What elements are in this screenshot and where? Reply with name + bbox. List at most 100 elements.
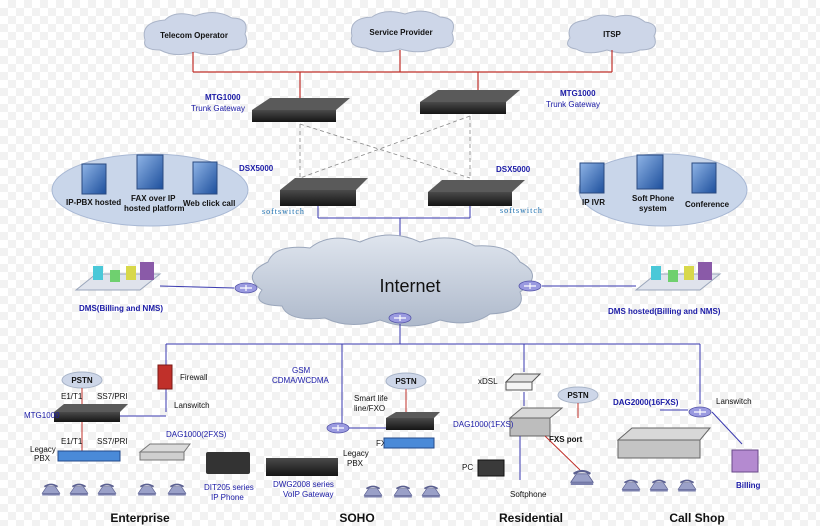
phone-icon (677, 479, 697, 493)
fax-over-ip-label: FAX over IP (131, 194, 176, 203)
residential-section: xDSL PSTN DAG1000(1FXS) FXS port PC Soft… (453, 373, 599, 499)
callshop-lanswitch-label: Lanswitch (716, 397, 752, 406)
softphone-label: Softphone (510, 490, 547, 499)
itsp-label: ITSP (603, 30, 621, 39)
firewall-icon (157, 364, 173, 390)
billing-label: Billing (736, 481, 761, 490)
phone-icon (97, 483, 117, 497)
soho-section: GSM CDMA/WCDMA PSTN Smart life line/FXO … (266, 366, 440, 499)
dms-right: DMS hosted(Billing and NMS) (542, 262, 722, 316)
blue-distribution-bus (165, 324, 701, 424)
router-icon (326, 422, 350, 434)
telecom-operator-label: Telecom Operator (160, 31, 228, 40)
enterprise-section: PSTN E1/T1 SS7/PRI MTG1000 E1/T1 SS7/PRI… (24, 364, 254, 502)
section-enterprise: Enterprise (110, 511, 170, 525)
web-click-call-label: Web click call (183, 199, 235, 208)
dms-left-label: DMS(Billing and NMS) (79, 304, 163, 313)
section-residential: Residential (499, 511, 563, 525)
dsx-left-label: DSX5000 (239, 164, 274, 173)
e1t1-bottom-label: E1/T1 (61, 437, 83, 446)
phone-icon (569, 469, 595, 487)
server-icon (81, 154, 218, 195)
soho-legacy-label-2: PBX (347, 459, 364, 468)
phone-icon (421, 485, 441, 499)
phone-icon (393, 485, 413, 499)
phone-icon (69, 483, 89, 497)
conference-label: Conference (685, 200, 730, 209)
gsm-label: GSM (292, 366, 311, 375)
dms-left: DMS(Billing and NMS) (74, 262, 235, 313)
enterprise-legacy-label-1: Legacy (30, 445, 56, 454)
billing-server-icon (731, 449, 759, 473)
section-call-shop: Call Shop (669, 511, 724, 525)
phone-icon (137, 483, 157, 497)
internet-cloud: Internet (252, 234, 533, 327)
ip-ivr-label: IP IVR (582, 198, 605, 207)
callshop-section: Lanswitch DAG2000(16FXS) Billing (613, 397, 761, 490)
system-label: system (639, 204, 667, 213)
left-services-oval: IP-PBX hosted FAX over IP hosted platfor… (51, 153, 249, 227)
itsp-cloud: ITSP (567, 14, 657, 54)
telecom-operator-cloud: Telecom Operator (143, 12, 248, 56)
service-provider-label: Service Provider (369, 28, 432, 37)
red-trunk-lines (192, 50, 613, 100)
soft-phone-label: Soft Phone (632, 194, 675, 203)
right-services-oval: IP IVR Soft Phone system Conference (578, 153, 748, 227)
dsx5000-left: DSX5000 softswitch (239, 164, 368, 216)
mtg1000-left: MTG1000 Trunk Gateway (191, 93, 350, 122)
smart-life-label-2: line/FXO (354, 404, 385, 413)
ip-pbx-hosted-label: IP-PBX hosted (66, 198, 121, 207)
mtg-right-label-1: MTG1000 (560, 89, 596, 98)
internet-label: Internet (379, 276, 440, 296)
router-icon (518, 280, 542, 292)
hosted-platform-label: hosted platform (124, 204, 184, 213)
phone-icon (167, 483, 187, 497)
mtg-left-label-1: MTG1000 (205, 93, 241, 102)
dsx5000-right: DSX5000 softswitch (428, 165, 543, 215)
bottom-phones (41, 479, 697, 499)
dag1000-1fxs-label: DAG1000(1FXS) (453, 420, 514, 429)
ss7-top-label: SS7/PRI (97, 392, 128, 401)
softswitch-left-label: softswitch (262, 207, 305, 216)
firewall-label: Firewall (180, 373, 208, 382)
dwg2008-label-1: DWG2008 series (273, 480, 334, 489)
laptop-icon (477, 459, 505, 477)
mtg-right-label-2: Trunk Gateway (546, 100, 600, 109)
ip-phone-icon (206, 452, 250, 474)
enterprise-pstn-label: PSTN (71, 376, 93, 385)
dit205-label-2: IP Phone (211, 493, 244, 502)
phone-icon (41, 483, 61, 497)
phone-icon (621, 479, 641, 493)
fxs-port-label: FXS port (549, 435, 583, 444)
mtg1000-right: MTG1000 Trunk Gateway (420, 89, 600, 114)
residential-pstn-label: PSTN (567, 391, 589, 400)
smart-life-label-1: Smart life (354, 394, 388, 403)
mtg-left-label-2: Trunk Gateway (191, 104, 245, 113)
dms-right-label: DMS hosted(Billing and NMS) (608, 307, 721, 316)
dashed-cross-links (299, 115, 471, 179)
service-provider-cloud: Service Provider (350, 10, 454, 53)
soho-pstn-label: PSTN (395, 377, 417, 386)
pc-label: PC (462, 463, 473, 472)
enterprise-lanswitch-label: Lanswitch (174, 401, 210, 410)
enterprise-mtg-label: MTG1000 (24, 411, 60, 420)
dit205-label-1: DIT205 series (204, 483, 254, 492)
enterprise-legacy-label-2: PBX (34, 454, 51, 463)
router-icon (388, 312, 412, 324)
soho-legacy-label-1: Legacy (343, 449, 369, 458)
router-icon (688, 406, 712, 418)
dag1000-2fxs-label: DAG1000(2FXS) (166, 430, 227, 439)
dag2000-label: DAG2000(16FXS) (613, 398, 679, 407)
dwg2008-label-2: VoIP Gateway (283, 490, 334, 499)
section-soho: SOHO (339, 511, 374, 525)
dsx-right-label: DSX5000 (496, 165, 531, 174)
phone-icon (649, 479, 669, 493)
ss7-bottom-label: SS7/PRI (97, 437, 128, 446)
softswitch-right-label: softswitch (500, 206, 543, 215)
phone-icon (363, 485, 383, 499)
server-icon (579, 154, 717, 194)
router-icon (234, 282, 258, 294)
xdsl-label: xDSL (478, 377, 498, 386)
